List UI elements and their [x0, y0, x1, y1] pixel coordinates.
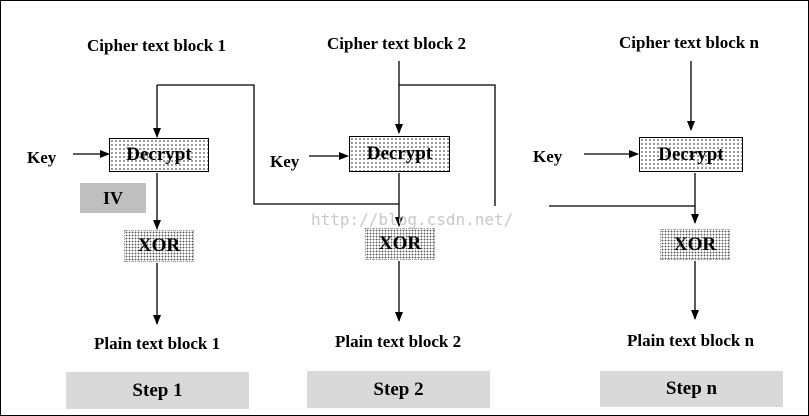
decrypt-box-1: Decrypt: [109, 138, 209, 172]
chain-cipher1-to-xor2: [157, 84, 399, 205]
watermark-text: http://blog.csdn.net/: [311, 210, 514, 229]
step-2-bar: Step 2: [307, 371, 490, 408]
cipher-text-block-2-label: Cipher text block 2: [327, 34, 466, 53]
cipher-text-block-1-label: Cipher text block 1: [87, 36, 226, 55]
key-label-n: Key: [533, 147, 563, 166]
cipher-text-block-n-label: Cipher text block n: [619, 33, 759, 52]
xor-box-2: XOR: [365, 228, 435, 260]
decrypt-box-n: Decrypt: [639, 137, 743, 172]
step-1-bar: Step 1: [66, 372, 249, 409]
xor-box-n: XOR: [660, 229, 730, 260]
chain-cipher2-out: [399, 84, 496, 206]
plain-text-block-n-label: Plain text block n: [627, 331, 755, 350]
step-n-bar: Step n: [600, 371, 783, 407]
xor-box-1: XOR: [124, 230, 194, 262]
plain-text-block-2-label: Plain text block 2: [335, 332, 462, 351]
plain-text-block-1-label: Plain text block 1: [94, 334, 221, 353]
key-label-1: Key: [27, 148, 57, 167]
key-label-2: Key: [270, 152, 300, 171]
decrypt-box-2: Decrypt: [349, 136, 450, 172]
iv-box: IV: [80, 183, 146, 213]
